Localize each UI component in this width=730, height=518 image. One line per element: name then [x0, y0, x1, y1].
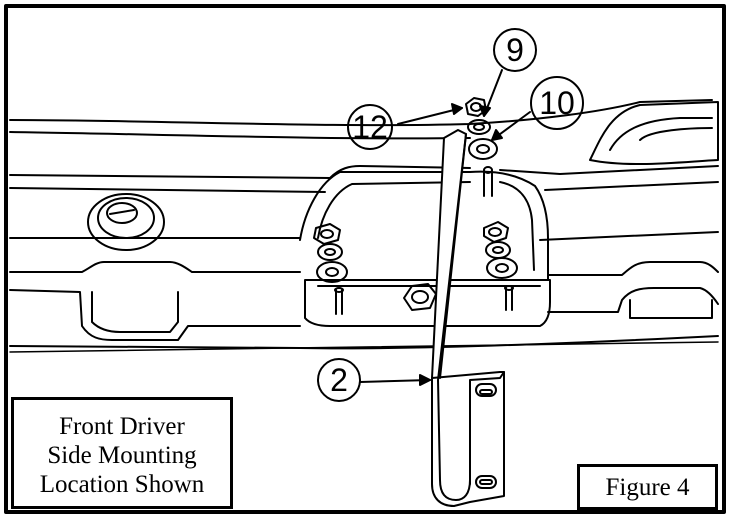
rail-pocket-left [91, 291, 179, 333]
callout-label-2: 2 [330, 362, 348, 398]
frame-top-edge [9, 99, 713, 127]
frame-top-edge-2 [9, 131, 471, 140]
callout-label-10: 10 [539, 85, 575, 121]
callout-label-9: 9 [506, 32, 524, 68]
figure-caption-box: Figure 4 [577, 464, 718, 510]
raised-part-slot [639, 127, 713, 141]
round-boss-outer [87, 193, 165, 251]
base-plate [304, 279, 551, 327]
mount-box-inner-right [499, 181, 535, 271]
leader-lines [359, 69, 531, 386]
round-boss-slot [109, 209, 135, 215]
rail-lower-edge-right [539, 231, 719, 241]
callout-circle-12 [347, 104, 393, 150]
callout-label-12: 12 [352, 109, 388, 145]
fastener-stack-right [483, 221, 518, 311]
fastener-stack-left [313, 223, 348, 315]
rail-top-edge-right [499, 165, 719, 175]
callout-circle-2 [317, 358, 361, 402]
raised-part-right [589, 101, 719, 166]
location-note-line-3: Location Shown [39, 471, 205, 498]
rail-bottom [9, 261, 301, 273]
callout-circle-9 [493, 28, 537, 72]
ground-line-2 [9, 341, 719, 353]
rail-edge-2 [9, 187, 326, 193]
rail-edge-3 [544, 181, 719, 191]
round-boss-mid [97, 197, 155, 239]
center-nut [403, 283, 437, 311]
rail-pocket-right [629, 299, 713, 319]
bracket-part-2 [431, 129, 505, 507]
location-note-line-2: Side Mounting [47, 442, 197, 469]
mount-box-outer [299, 170, 549, 281]
figure-border [4, 4, 726, 514]
rail-underside-right [547, 287, 719, 313]
raised-part-right-inner [609, 117, 713, 151]
callout-circle-10 [530, 76, 584, 130]
rail-bottom-right [547, 261, 719, 276]
location-note-line-1: Front Driver [59, 413, 185, 440]
rail-underside [9, 289, 301, 341]
bracket-slots [475, 383, 497, 489]
mount-box-inner [317, 181, 471, 239]
round-boss-inner [106, 202, 138, 224]
location-note-box: Front Driver Side Mounting Location Show… [11, 397, 233, 509]
figure-caption: Figure 4 [605, 474, 690, 501]
